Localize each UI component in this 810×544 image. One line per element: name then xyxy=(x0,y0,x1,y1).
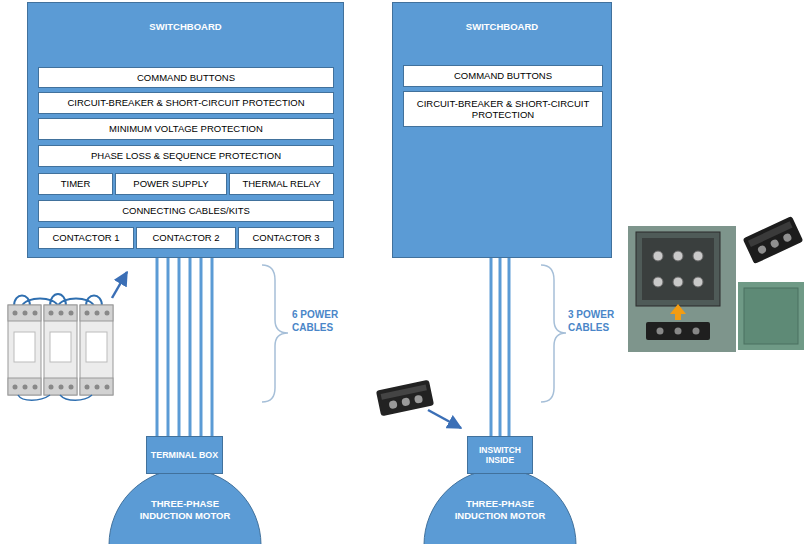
switchboard-panel: SWITCHBOARD COMMAND BUTTONS CIRCUIT-BREAKE… xyxy=(392,2,612,258)
power-cable xyxy=(211,258,214,436)
power-cable xyxy=(490,258,493,436)
brace xyxy=(541,265,566,402)
panel-title: SWITCHBOARD xyxy=(393,21,611,32)
component-label: TIMER xyxy=(61,178,91,189)
component-box: PHASE LOSS & SEQUENCE PROTECTION xyxy=(38,145,334,167)
component-box: COMMAND BUTTONS xyxy=(403,65,603,87)
motor-label: THREE-PHASE INDUCTION MOTOR xyxy=(448,498,552,523)
component-label: CIRCUIT-BREAKER & SHORT-CIRCUIT PROTECTI… xyxy=(408,98,598,121)
component-box: TIMER xyxy=(38,173,113,195)
cable-count-label: 6 POWER CABLES xyxy=(292,308,354,334)
component-label: CONNECTING CABLES/KITS xyxy=(122,205,250,216)
component-box: MINIMUM VOLTAGE PROTECTION xyxy=(38,118,334,140)
component-label: CONTACTOR 2 xyxy=(152,232,219,243)
power-cable xyxy=(499,258,502,436)
component-box: CONNECTING CABLES/KITS xyxy=(38,200,334,222)
terminal-box: TERMINAL BOX xyxy=(146,436,223,474)
component-box: CONTACTOR 2 xyxy=(136,227,236,249)
brace xyxy=(262,265,288,402)
component-label: COMMAND BUTTONS xyxy=(454,70,552,81)
component-box: THERMAL RELAY xyxy=(229,173,334,195)
power-cable xyxy=(156,258,159,436)
pointer-arrow xyxy=(112,272,127,298)
component-label: THERMAL RELAY xyxy=(242,178,320,189)
power-cable xyxy=(178,258,181,436)
cable-count-label: 3 POWER CABLES xyxy=(568,308,622,334)
contactor-photo xyxy=(8,294,113,400)
motor-circle: THREE-PHASE INDUCTION MOTOR xyxy=(423,468,577,544)
component-label: CONTACTOR 3 xyxy=(252,232,319,243)
component-box: CONTACTOR 1 xyxy=(38,227,134,249)
component-box: CIRCUIT-BREAKER & SHORT-CIRCUIT PROTECTI… xyxy=(403,91,603,127)
component-label: POWER SUPPLY xyxy=(133,178,208,189)
pointer-arrow xyxy=(428,410,461,428)
motor-terminal-box-photo xyxy=(628,226,736,352)
motor-label: THREE-PHASE INDUCTION MOTOR xyxy=(133,498,237,523)
component-box: COMMAND BUTTONS xyxy=(38,67,334,88)
terminal-block-photo xyxy=(376,380,434,417)
terminal-lid-photo xyxy=(738,282,804,350)
switchboard-panel: SWITCHBOARD COMMAND BUTTONS CIRCUIT-BREAKE… xyxy=(27,2,344,258)
component-box: CIRCUIT-BREAKER & SHORT-CIRCUIT PROTECTI… xyxy=(38,92,334,114)
terminal-block-photo xyxy=(743,216,804,264)
motor-circle: THREE-PHASE INDUCTION MOTOR xyxy=(108,468,262,544)
terminal-label: INSWITCH INSIDE xyxy=(471,445,529,465)
component-label: CONTACTOR 1 xyxy=(52,232,119,243)
component-label: CIRCUIT-BREAKER & SHORT-CIRCUIT PROTECTI… xyxy=(67,97,304,108)
component-box: CONTACTOR 3 xyxy=(238,227,334,249)
power-cable xyxy=(508,258,511,436)
panel-title: SWITCHBOARD xyxy=(28,21,343,32)
power-cable xyxy=(167,258,170,436)
terminal-box: INSWITCH INSIDE xyxy=(467,436,533,474)
power-cable xyxy=(189,258,192,436)
component-label: MINIMUM VOLTAGE PROTECTION xyxy=(109,123,263,134)
component-label: COMMAND BUTTONS xyxy=(137,72,235,83)
component-box: POWER SUPPLY xyxy=(115,173,227,195)
power-cable xyxy=(200,258,203,436)
terminal-label: TERMINAL BOX xyxy=(151,450,218,461)
component-label: PHASE LOSS & SEQUENCE PROTECTION xyxy=(91,150,281,161)
